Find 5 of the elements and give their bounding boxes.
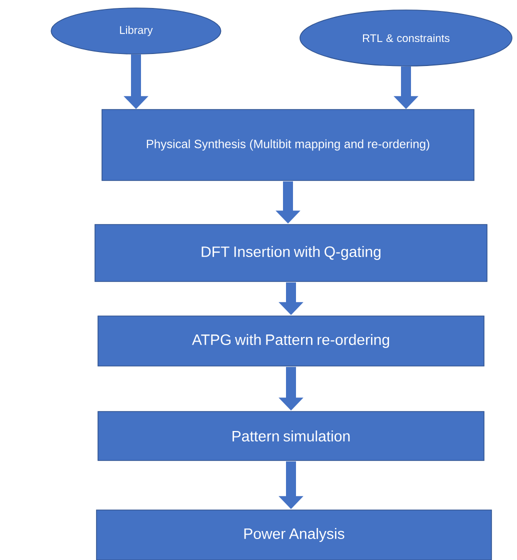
process-box: Physical Synthesis (Multibit mapping and re-ordering) [102, 109, 474, 181]
process-box: ATPG with Pattern re-ordering [98, 316, 484, 366]
process-box: Power Analysis [96, 510, 492, 560]
process-box: Pattern simulation [98, 411, 484, 461]
process-box: DFT Insertion with Q-gating [94, 224, 488, 282]
